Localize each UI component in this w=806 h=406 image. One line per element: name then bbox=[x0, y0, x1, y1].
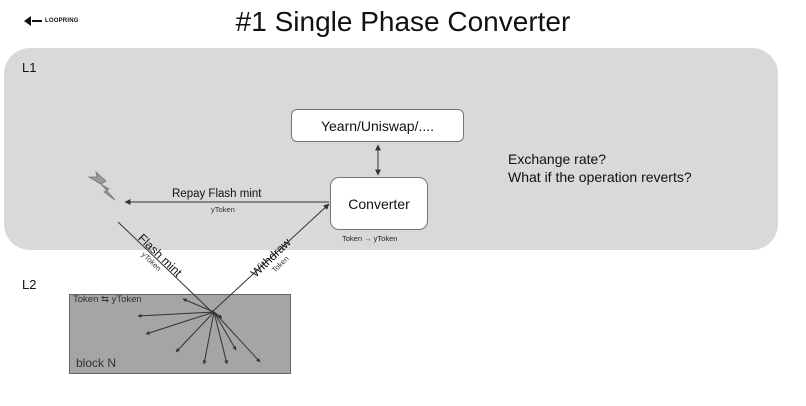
loopring-logo-icon bbox=[24, 16, 42, 26]
l2-label: L2 bbox=[22, 277, 37, 292]
lightning-icon bbox=[87, 170, 116, 201]
loopring-logo: LOOPRING bbox=[24, 16, 79, 26]
l1-label: L1 bbox=[22, 60, 37, 75]
repay-sublabel: yToken bbox=[211, 205, 235, 214]
converter-caption: Token → yToken bbox=[342, 234, 398, 243]
repay-label: Repay Flash mint bbox=[172, 188, 262, 200]
yearn-uniswap-node: Yearn/Uniswap/.... bbox=[291, 109, 464, 142]
block-n-box bbox=[69, 294, 291, 374]
logo-text: LOOPRING bbox=[45, 18, 79, 24]
block-name: block N bbox=[76, 356, 117, 370]
question-exchange-rate: Exchange rate? bbox=[508, 151, 607, 167]
page-title: #1 Single Phase Converter bbox=[235, 6, 571, 37]
question-reverts: What if the operation reverts? bbox=[508, 169, 692, 185]
withdraw-edge bbox=[211, 203, 330, 313]
block-scatter-arrows bbox=[137, 298, 261, 365]
converter-node: Converter bbox=[330, 177, 428, 230]
block-swap-label: Token ⇆ yToken bbox=[73, 294, 142, 305]
flash-mint-edge bbox=[117, 221, 213, 313]
